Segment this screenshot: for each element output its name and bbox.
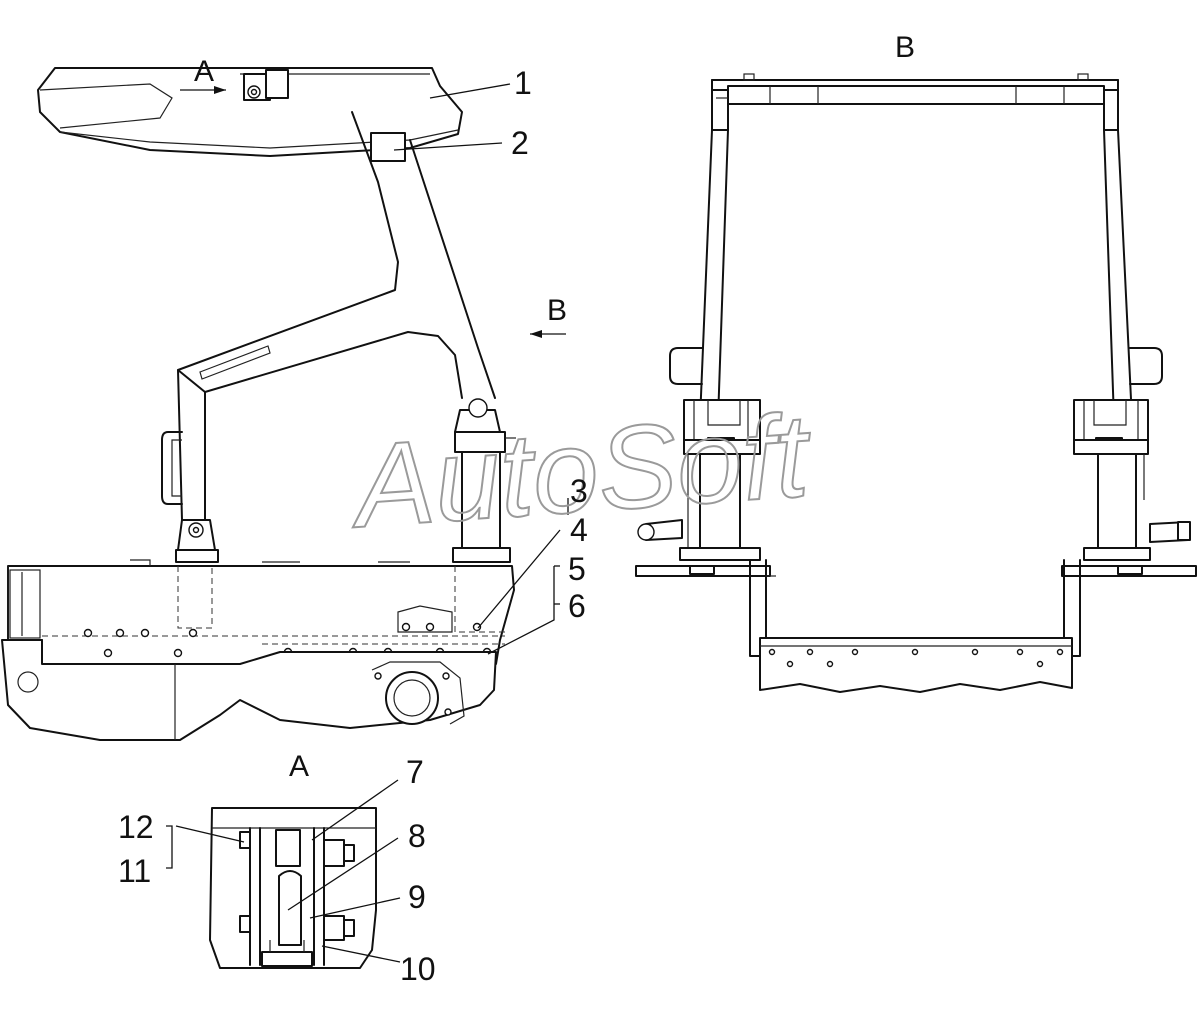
callout-1: 1	[514, 65, 532, 101]
callout-11: 11	[118, 853, 151, 889]
label-plate	[370, 132, 406, 162]
callout-9: 9	[408, 879, 426, 915]
chassis-section	[759, 637, 1073, 693]
bolt-row-upper	[83, 622, 482, 638]
side-view	[1, 67, 566, 741]
callout-12: 12	[118, 809, 154, 845]
chassis	[1, 639, 497, 741]
view-b-title: B	[895, 31, 915, 64]
view-a-marker: A	[194, 55, 214, 88]
view-a-title: A	[289, 750, 309, 783]
canopy-roof	[37, 67, 463, 157]
callout-5: 5	[568, 551, 586, 587]
rear-view-b	[635, 73, 1197, 693]
callout-8: 8	[408, 818, 426, 854]
leader-lines	[166, 83, 569, 963]
callout-2: 2	[511, 125, 529, 161]
chassis-holes	[768, 648, 1064, 668]
detail-view-a	[209, 807, 377, 969]
view-b-marker: B	[547, 294, 567, 327]
callout-7: 7	[406, 754, 424, 790]
callout-6: 6	[568, 588, 586, 624]
callout-10: 10	[400, 951, 436, 987]
rops-frame	[177, 111, 399, 521]
callout-4: 4	[570, 512, 588, 548]
callout-3: 3	[570, 473, 588, 509]
